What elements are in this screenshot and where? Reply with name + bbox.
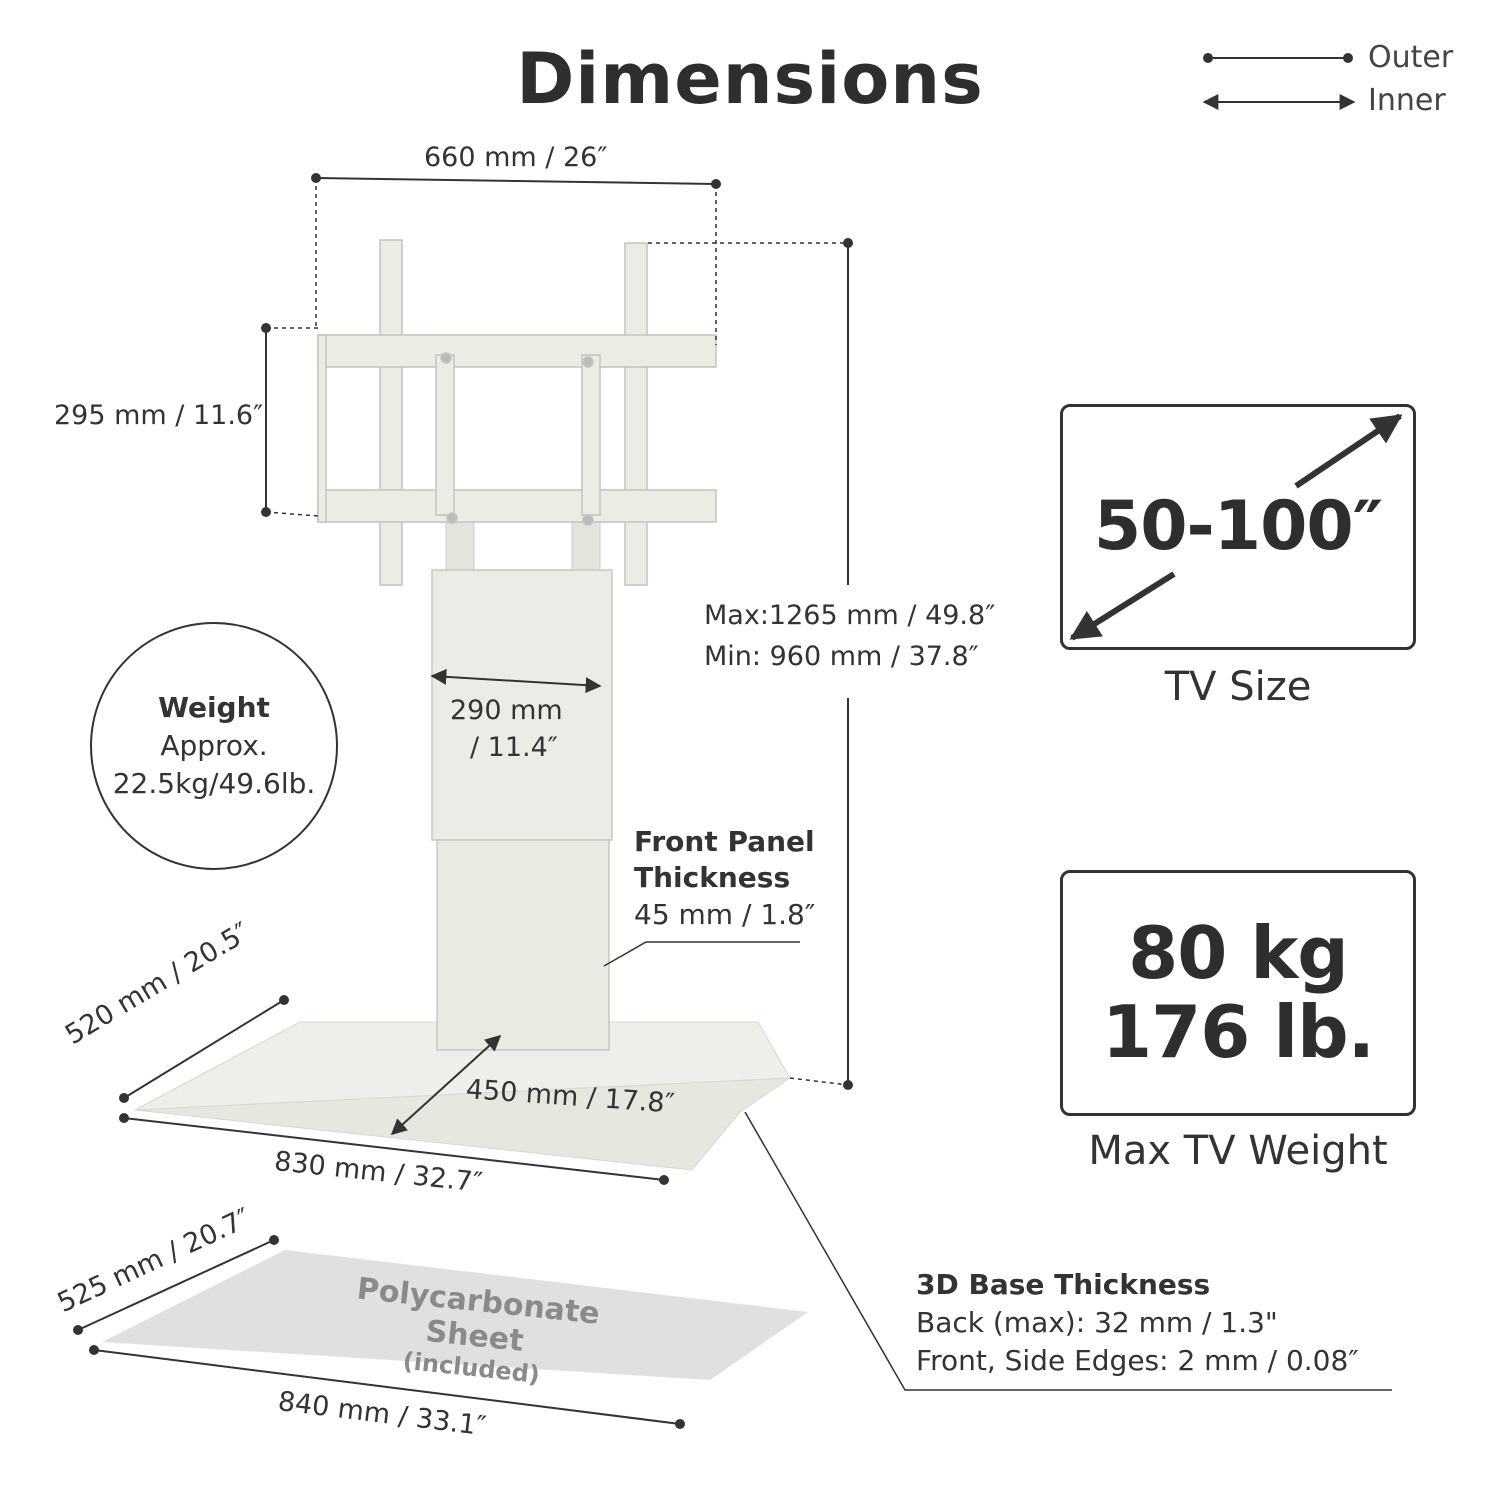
mount-height-label: 295 mm / 11.6″ <box>54 400 264 431</box>
dimension-sheet-width <box>89 1345 685 1429</box>
tv-size-value: 50-100″ <box>1093 486 1383 566</box>
polycarbonate-sheet <box>102 1250 808 1380</box>
dimension-base-inner-depth <box>390 1034 502 1136</box>
max-weight-box: 80 kg 176 lb. <box>1060 870 1416 1116</box>
page-title: Dimensions <box>516 38 984 120</box>
dimension-base-depth <box>119 995 289 1103</box>
base-thickness-heading: 3D Base Thickness <box>916 1268 1211 1301</box>
column-width-label-line2: / 11.4″ <box>470 732 558 763</box>
stand-column <box>431 519 613 1051</box>
vesa-mount <box>317 239 717 586</box>
legend-outer-label: Outer <box>1368 40 1454 75</box>
base-thickness-leader <box>744 1111 1392 1391</box>
dimension-mount-height <box>261 323 319 517</box>
weight-line2: 22.5kg/49.6lb. <box>112 766 316 800</box>
dimension-mount-width <box>311 173 721 345</box>
dimension-overall-height <box>648 238 853 1090</box>
base-thickness-back: Back (max): 32 mm / 1.3" <box>916 1305 1278 1339</box>
front-panel-callout: Front Panel Thickness 45 mm / 1.8″ <box>634 824 815 933</box>
weight-heading: Weight <box>158 691 270 725</box>
diagonal-arrow-icon <box>1069 413 1403 641</box>
dimension-column-width <box>430 668 602 694</box>
legend-inner-label: Inner <box>1368 83 1446 118</box>
tv-size-box: 50-100″ <box>1060 404 1416 650</box>
weight-badge: Weight Approx. 22.5kg/49.6lb. <box>90 622 338 870</box>
outer-dimension-icon <box>1203 53 1353 63</box>
column-width-label-line1: 290 mm <box>450 695 563 726</box>
tv-size-caption: TV Size <box>1164 664 1312 710</box>
max-weight-lb: 176 lb. <box>1102 990 1375 1074</box>
height-min-label: Min: 960 mm / 37.8″ <box>704 641 979 672</box>
mount-width-label: 660 mm / 26″ <box>424 142 608 173</box>
front-panel-heading-line1: Front Panel <box>634 825 815 858</box>
front-panel-leader <box>603 941 800 967</box>
max-weight-kg: 80 kg <box>1128 910 1349 995</box>
weight-line1: Approx. <box>160 729 268 763</box>
front-panel-value: 45 mm / 1.8″ <box>634 897 816 931</box>
front-panel-heading-line2: Thickness <box>634 861 791 895</box>
max-weight-caption: Max TV Weight <box>1088 1128 1388 1174</box>
base-thickness-callout: 3D Base Thickness Back (max): 32 mm / 1.… <box>916 1266 1359 1379</box>
height-max-label: Max:1265 mm / 49.8″ <box>704 600 996 631</box>
base-thickness-front: Front, Side Edges: 2 mm / 0.08″ <box>916 1343 1359 1377</box>
dimension-base-width <box>119 1113 669 1185</box>
dimension-sheet-depth <box>73 1235 279 1335</box>
